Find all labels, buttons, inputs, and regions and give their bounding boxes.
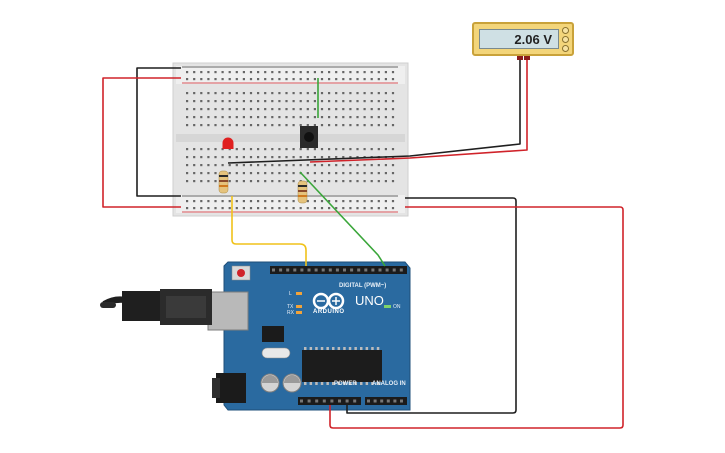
tx-label: TX xyxy=(287,304,294,310)
arduino-uno-board[interactable] xyxy=(207,261,411,411)
on-label: ON xyxy=(393,304,401,310)
analog-header-label: ANALOG IN xyxy=(372,381,406,387)
power-header-label: POWER xyxy=(334,381,357,387)
reset-button[interactable] xyxy=(237,269,245,277)
multimeter-knob-icon[interactable] xyxy=(562,36,569,43)
led-red[interactable] xyxy=(222,137,234,150)
l-label: L xyxy=(289,291,292,297)
wires[interactable] xyxy=(102,58,624,429)
multimeter[interactable]: 2.06 V xyxy=(472,22,574,56)
multimeter-reading: 2.06 V xyxy=(514,31,552,47)
multimeter-knob-icon[interactable] xyxy=(562,27,569,34)
breadboard-holes xyxy=(186,71,395,210)
push-button[interactable] xyxy=(300,126,318,148)
atmega-chip xyxy=(302,350,382,382)
arduino-brand-label: ARDUINO xyxy=(313,309,345,315)
multimeter-knob-icon[interactable] xyxy=(562,45,569,52)
rx-label: RX xyxy=(287,310,294,316)
analog-pin-header[interactable] xyxy=(367,399,403,403)
power-pin-header[interactable] xyxy=(300,399,357,403)
digital-header-label: DIGITAL (PWM~) xyxy=(339,283,387,289)
resistor-button[interactable] xyxy=(297,180,308,204)
chip-pins xyxy=(304,347,380,385)
usb-cable[interactable] xyxy=(100,289,212,325)
multimeter-display: 2.06 V xyxy=(479,29,559,49)
arduino-logo-icon xyxy=(312,292,345,310)
digital-pin-header[interactable] xyxy=(272,268,403,272)
breadboard[interactable] xyxy=(172,62,409,217)
arduino-model-label: UNO xyxy=(355,293,384,308)
resistor-led[interactable] xyxy=(218,170,229,194)
